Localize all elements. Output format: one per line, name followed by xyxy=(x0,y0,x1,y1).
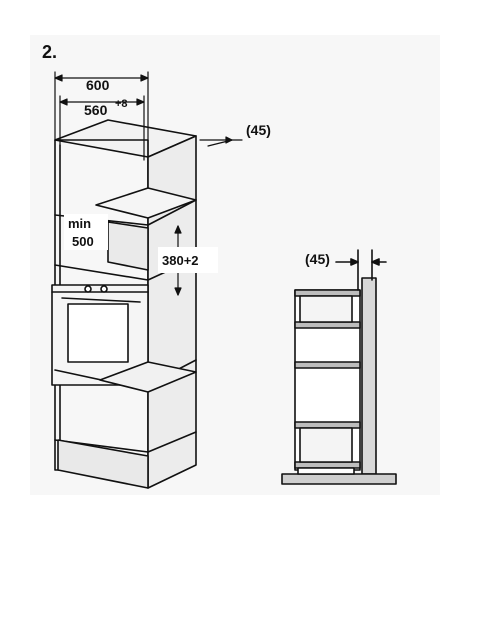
side-shelf-2 xyxy=(294,321,361,329)
tall-cabinet xyxy=(51,119,197,489)
label-rear-gap: (45) xyxy=(246,122,271,138)
niche-back xyxy=(107,221,149,271)
oven-window xyxy=(67,303,129,363)
side-shelf-5 xyxy=(294,461,361,469)
wall xyxy=(361,277,377,475)
label-inner-width: 560 xyxy=(84,102,108,118)
floor xyxy=(281,473,397,485)
side-shelf-3 xyxy=(294,361,361,369)
label-inner-width-tolerance: +8 xyxy=(115,98,128,110)
side-section xyxy=(281,249,397,485)
side-shelf-4 xyxy=(294,421,361,429)
oven-handle xyxy=(61,297,141,303)
oven-knob-left xyxy=(84,285,92,293)
oven-knob-right xyxy=(100,285,108,293)
niche-height-box xyxy=(158,247,218,273)
side-shelf-1 xyxy=(294,289,361,297)
cabinet-plinth xyxy=(57,439,149,489)
label-min-word: min xyxy=(68,216,91,231)
label-outer-width: 600 xyxy=(86,77,110,93)
lower-compartment-back xyxy=(99,361,197,393)
label-side-gap: (45) xyxy=(305,251,330,267)
label-min-value: 500 xyxy=(72,234,94,249)
step-number-text: 2. xyxy=(42,42,57,62)
shelf-middle xyxy=(54,264,149,281)
label-niche-height: 380+2 xyxy=(162,253,199,268)
min-label-box xyxy=(64,214,108,250)
